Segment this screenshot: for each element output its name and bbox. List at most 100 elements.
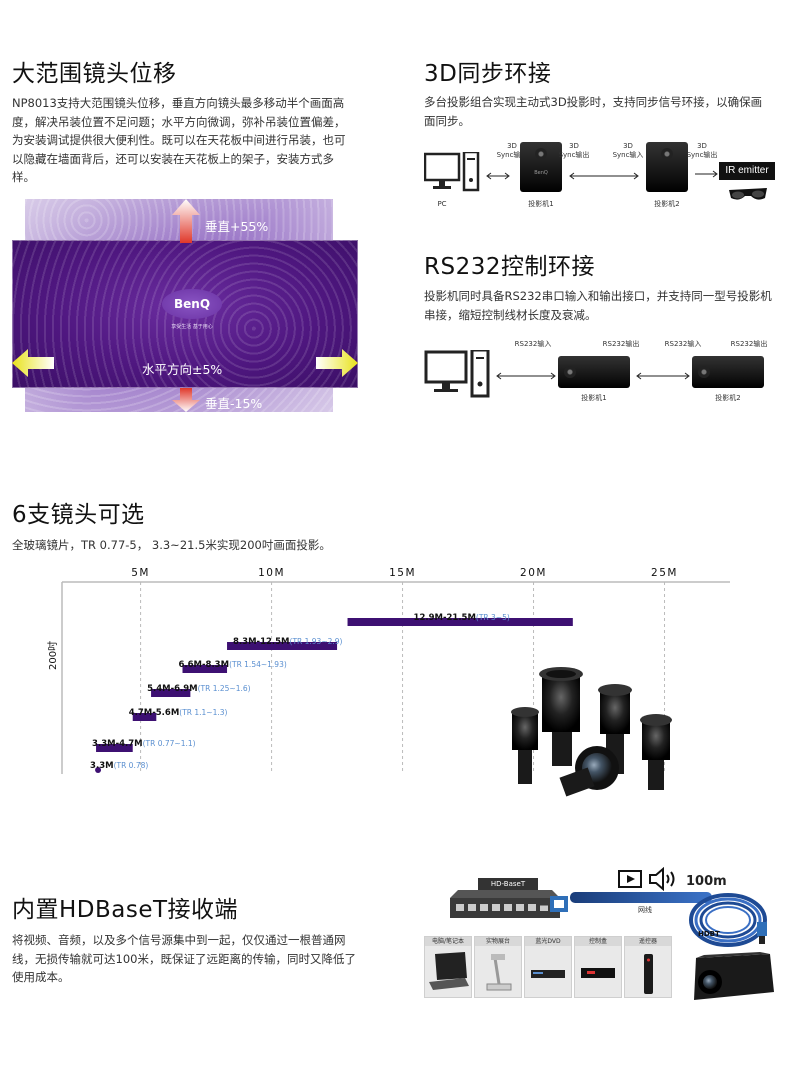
pc-icon	[424, 350, 490, 398]
bar-label-range: 3.3M-4.7M	[92, 739, 143, 749]
benq-slogan: 享受生活 基于用心	[171, 324, 213, 330]
projector-2-label: 投影机2	[654, 200, 680, 208]
bar	[132, 713, 157, 721]
source-laptop: 电脑/笔记本	[424, 936, 472, 998]
desc-line: 线，无损传输就可达100米，既保证了远距离的传输，同时又降低了	[12, 951, 356, 966]
laptop-icon	[429, 952, 469, 990]
bar	[182, 665, 228, 673]
projector-2-image	[646, 142, 688, 192]
lens-shift-title: 大范围镜头位移	[12, 61, 177, 87]
bar-label-tr: (TR 3~5)	[475, 613, 510, 622]
lens-products-image	[511, 667, 672, 797]
bar-label: 4.7M-5.6M(TR 1.1~1.3)	[129, 700, 228, 719]
projector-1-image: BenQ	[520, 142, 562, 192]
3d-glasses-icon	[729, 188, 767, 200]
bar-label-range: 12.9M-21.5M	[413, 613, 476, 623]
desc-line: 将视频、音频，以及多个信号源集中到一起，仅仅通过一根普通网	[12, 933, 346, 947]
projector-brand: BenQ	[534, 170, 548, 176]
projector-image	[694, 952, 774, 1000]
y-axis-label: 200吋	[48, 640, 59, 670]
hdbaset-title: 内置HDBaseT接收端	[12, 897, 239, 923]
cable-label: 网线	[638, 906, 652, 914]
rs232-diagram: RS232输入 投影机1 RS232输出 RS232输入 投影机2 RS232输…	[424, 336, 784, 406]
bar-label-tr: (TR 1.1~1.3)	[179, 708, 228, 717]
bar-label-tr: (TR 1.54~1.93)	[229, 660, 287, 669]
video-icon	[618, 870, 642, 888]
bar-label: 3.3M(TR 0.78)	[90, 753, 148, 772]
desc-line: NP8013支持大范围镜头位移，垂直方向镜头最多移动半个画面高	[12, 96, 345, 110]
desc-line: 以隐藏在墙面背后，还可以安装在天花板上的架子，安装方式多	[12, 151, 334, 166]
bar	[347, 618, 573, 626]
source-control-box: 控制盒	[574, 936, 622, 998]
cable-end-connector-icon	[757, 922, 767, 944]
bar-label: 5.4M-6.9M(TR 1.25~1.6)	[147, 676, 251, 695]
desc-line: 串接，缩短控制线材长度及衰减。	[424, 307, 597, 322]
cable	[570, 892, 712, 903]
double-arrow-icon	[496, 372, 556, 380]
bar-label-range: 4.7M-5.6M	[128, 708, 180, 718]
lens-shift-desc: NP8013支持大范围镜头位移，垂直方向镜头最多移动半个画面高 度，解决吊装位置…	[12, 94, 372, 187]
rs232-title: RS232控制环接	[424, 254, 595, 280]
bar-label-range: 5.4M-6.9M	[147, 684, 198, 694]
projector-2-image	[692, 356, 764, 388]
distance-label: 100m	[686, 874, 727, 889]
double-arrow-icon	[636, 372, 690, 380]
bar-label-range: 6.6M-8.3M	[178, 660, 230, 670]
sync-title: 3D同步环接	[424, 61, 552, 87]
rs232-in-label-1: RS232输入	[514, 340, 552, 348]
bar	[96, 744, 133, 752]
lens-shift-illustration: BenQ 享受生活 基于用心 垂直+55% 水平方向±5% 垂直-15%	[12, 199, 358, 412]
bar-label: 12.9M-21.5M(TR 3~5)	[414, 605, 510, 624]
lenses-desc: 全玻璃镜片，TR 0.77-5， 3.3~21.5米实现200吋画面投影。	[12, 538, 331, 552]
pc-icon	[424, 152, 480, 192]
double-arrow-icon	[569, 172, 639, 180]
desc-line: 投影机同时具备RS232串口输入和输出接口，并支持同一型号投影机	[424, 289, 772, 303]
bar	[227, 642, 338, 650]
hdbaset-desc: 将视频、音频，以及多个信号源集中到一起，仅仅通过一根普通网 线，无损传输就可达1…	[12, 931, 372, 987]
document-camera-icon	[486, 954, 512, 991]
x-tick-label: 20M	[520, 567, 547, 579]
chart-svg	[61, 581, 730, 774]
source-visualizer: 实物展台	[474, 936, 522, 998]
rs232-desc: 投影机同时具备RS232串口输入和输出接口，并支持同一型号投影机 串接，缩短控制…	[424, 287, 784, 324]
bar-label-tr: (TR 0.77~1.1)	[142, 739, 196, 748]
ir-emitter: IR emitter	[719, 162, 775, 180]
audio-icon	[649, 867, 675, 891]
x-tick-label: 10M	[258, 567, 286, 579]
remote-control-icon	[644, 954, 653, 994]
source-bluray: 蓝光DVD	[524, 936, 572, 998]
projector-1-image	[558, 356, 630, 388]
pc-label: PC	[437, 200, 447, 208]
bar-label: 8.3M-12.5M(TR 1.93~2.9)	[233, 629, 342, 648]
desc-line: 多台投影组合实现主动式3D投影时，支持同步信号环接，以确保画	[424, 95, 763, 109]
cable-connector-icon	[540, 896, 568, 912]
vertical-down-label: 垂直-15%	[205, 396, 263, 411]
cable-coil-image	[689, 893, 767, 947]
bar-label-range: 3.3M	[90, 761, 114, 771]
desc-line: 使用成本。	[12, 970, 70, 984]
arrow-down-icon	[172, 388, 200, 412]
x-tick-label: 15M	[389, 567, 416, 579]
rs232-in-label-2: RS232输入	[664, 340, 702, 348]
projector-1-label: 投影机1	[581, 394, 607, 402]
benq-logo: BenQ	[162, 289, 222, 319]
hdbaset-transmitter-image	[450, 890, 560, 918]
bar-label-tr: (TR 1.93~2.9)	[289, 637, 343, 646]
lenses-title: 6支镜头可选	[12, 502, 145, 528]
rs232-out-label-1: RS232输出	[602, 340, 640, 348]
horizontal-label: 水平方向±5%	[142, 362, 223, 377]
hdbt-logo: HDBT	[698, 930, 720, 938]
vertical-up-label: 垂直+55%	[205, 219, 269, 234]
desc-line: 面同步。	[424, 113, 470, 128]
bar	[151, 689, 191, 697]
bluray-player-icon	[531, 970, 565, 978]
sync-desc: 多台投影组合实现主动式3D投影时，支持同步信号环接，以确保画 面同步。	[424, 93, 784, 130]
desc-line: 为安装调试提供很大便利性。既可以在天花板中间进行吊装，也可	[12, 133, 346, 147]
hdbaset-box-label: HD-BaseT	[478, 878, 538, 890]
bar-label-tr: (TR 1.25~1.6)	[197, 684, 251, 693]
source-row: 电脑/笔记本 实物展台 蓝光DVD 控制盒 遥控器	[424, 936, 672, 998]
